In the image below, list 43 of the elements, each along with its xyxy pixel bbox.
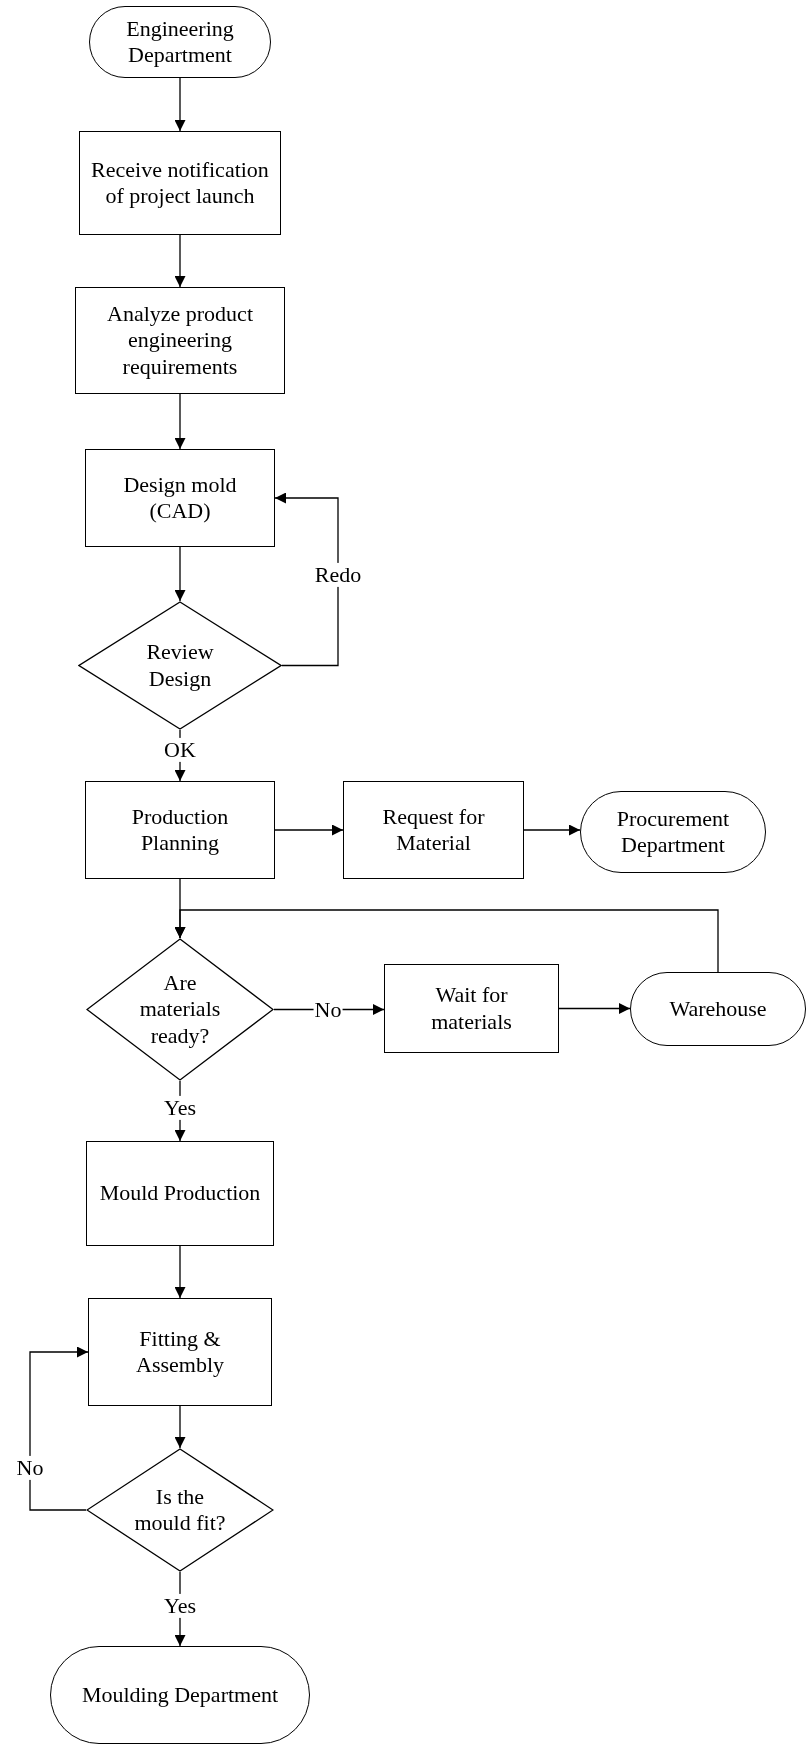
flow-arrow: [174, 546, 186, 602]
flow-arrow: [174, 234, 186, 288]
flow-arrow: [174, 1245, 186, 1299]
edge-label: Yes: [163, 1095, 197, 1121]
process-box: [85, 781, 275, 879]
node-label: Are materials ready?: [138, 969, 222, 1050]
node-label: Engineering Department: [125, 15, 235, 69]
process-box: [343, 781, 524, 879]
node-label: Design mold (CAD): [122, 471, 238, 525]
node-label: Review Design: [145, 639, 215, 692]
flow-arrow: [558, 1003, 631, 1014]
edge-label: OK: [163, 737, 197, 763]
process-box: [384, 964, 559, 1053]
node-label: Analyze product engineering requirements: [106, 300, 254, 381]
flow-arrow: [274, 492, 339, 667]
process-box: [75, 287, 285, 394]
node-label: Wait for materials: [430, 982, 513, 1035]
node-label: Is the mould fit?: [133, 1483, 227, 1537]
node-label: Warehouse: [669, 995, 767, 1023]
edge-label: No: [15, 1455, 45, 1481]
node-label: Request for Material: [381, 803, 486, 857]
flow-arrow: [174, 909, 719, 973]
process-box: [86, 1141, 274, 1246]
decision-diamond: [78, 601, 282, 730]
flow-arrow: [274, 824, 344, 836]
edge-label: Yes: [163, 1593, 197, 1619]
node-label: Mould Production: [99, 1180, 261, 1207]
node-label: Moulding Department: [81, 1681, 279, 1709]
node-label: Procurement Department: [615, 805, 731, 859]
flow-arrow: [523, 824, 581, 836]
decision-diamond: [86, 1448, 274, 1572]
node-label: Fitting & Assembly: [135, 1325, 225, 1379]
process-box: [85, 449, 275, 547]
flow-arrow: [174, 393, 186, 450]
edge-label: Redo: [313, 562, 363, 588]
flow-arrow: [174, 1405, 186, 1449]
flow-arrow: [29, 1346, 89, 1511]
decision-diamond: [86, 938, 274, 1081]
flow-arrow: [174, 77, 186, 132]
process-box: [88, 1298, 272, 1406]
node-label: Production Planning: [130, 803, 230, 857]
node-label: Receive notification of project launch: [90, 156, 270, 210]
process-box: [79, 131, 281, 235]
